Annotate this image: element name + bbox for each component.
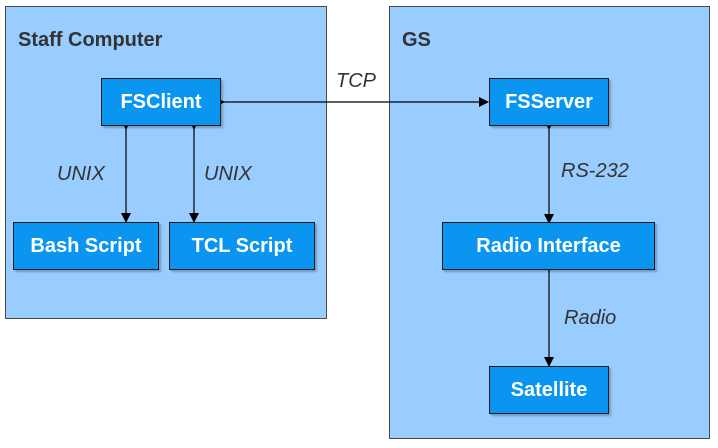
edge-label-unix-bash: UNIX [57, 163, 105, 185]
edge-label-tcp: TCP [336, 70, 376, 92]
edge-label-radio: Radio [564, 307, 617, 329]
edge-label-rs232: RS-232 [561, 160, 629, 182]
node-radio-interface[interactable]: Radio Interface [442, 222, 655, 270]
node-tcl-script[interactable]: TCL Script [169, 222, 315, 270]
gs-title: GS [402, 29, 431, 51]
node-fsserver[interactable]: FSServer [489, 78, 609, 126]
staff-computer-title: Staff Computer [18, 29, 163, 51]
node-bash-script[interactable]: Bash Script [13, 222, 159, 270]
edge-label-unix-tcl: UNIX [204, 163, 252, 185]
node-fsclient[interactable]: FSClient [101, 78, 221, 126]
node-satellite[interactable]: Satellite [489, 366, 609, 414]
